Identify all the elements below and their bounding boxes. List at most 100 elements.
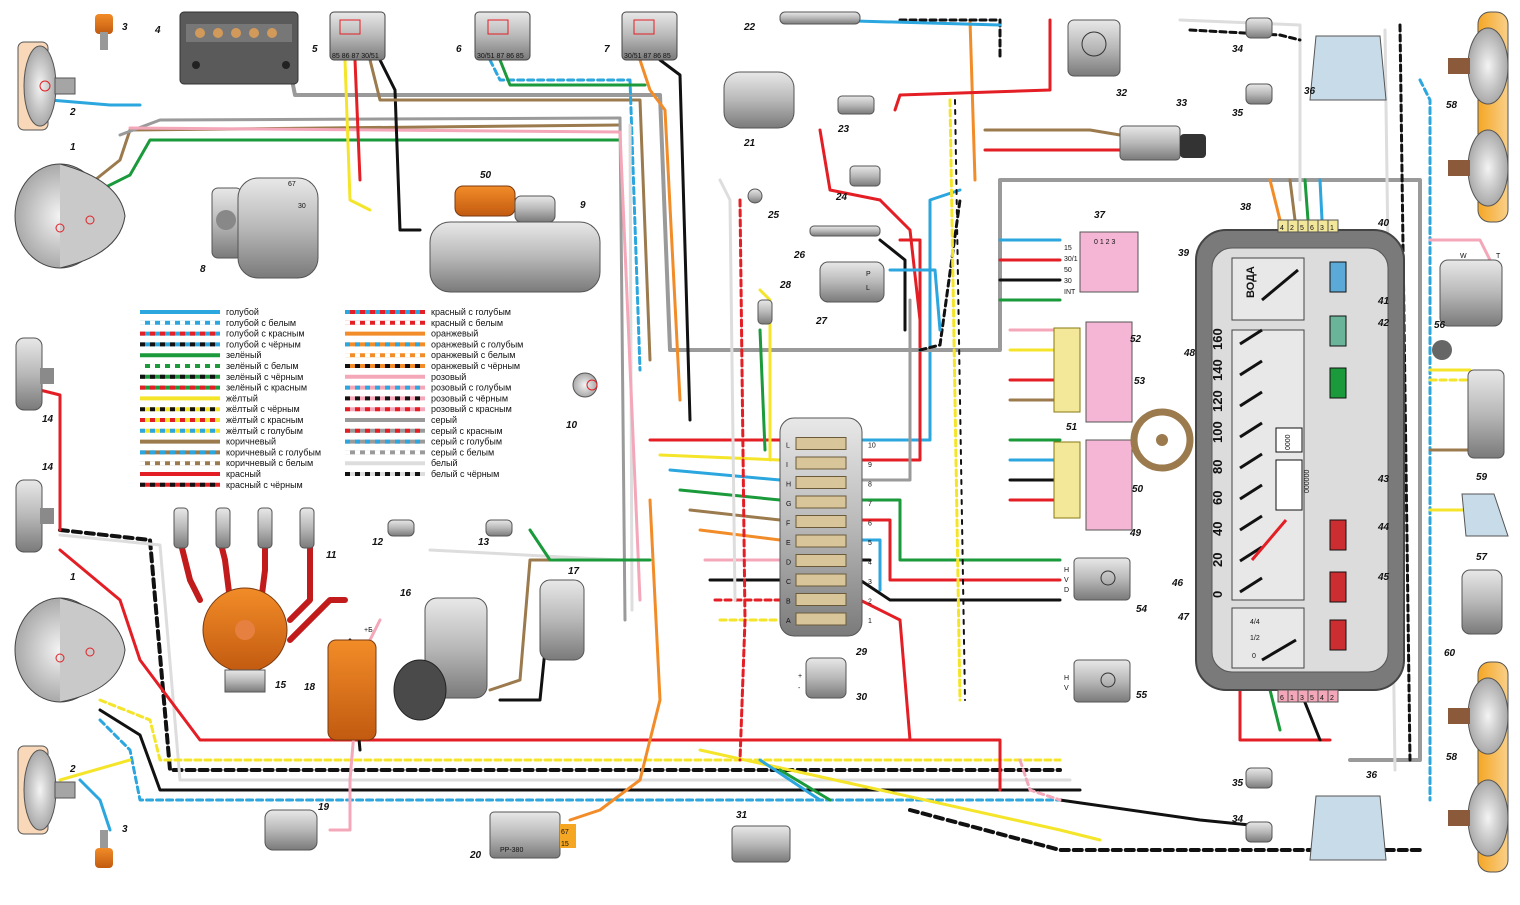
- fuse-letter: H: [786, 482, 791, 489]
- fuse-number: 6: [868, 521, 872, 528]
- component-number: 26: [793, 250, 806, 261]
- relay-6: 30/51 87 86 85: [474, 11, 531, 61]
- regulator-model: РР-380: [500, 847, 523, 854]
- fuse-number: 5: [868, 540, 872, 547]
- headlight-left-top: [14, 163, 126, 269]
- component-number: 4: [154, 25, 161, 36]
- cluster-top-pin: 1: [1330, 225, 1334, 232]
- component-number: 42: [1377, 318, 1390, 329]
- legend-label: жёлтый с чёрным: [226, 404, 300, 414]
- distributor: [202, 587, 288, 693]
- legend-label: оранжевый с белым: [431, 350, 515, 360]
- legend-item: оранжевый с чёрным: [345, 361, 520, 371]
- fuel-half: 1/2: [1250, 635, 1260, 642]
- legend-label: зелёный: [226, 350, 261, 360]
- odometer: 000000: [1304, 470, 1311, 493]
- component-number: 11: [326, 550, 337, 561]
- alternator-30: 30: [298, 203, 306, 210]
- legend-label: голубой с чёрным: [226, 339, 301, 349]
- sensor-28: [757, 299, 773, 325]
- component-number: 6: [456, 44, 462, 55]
- coil-plus-label: +Б: [364, 627, 373, 634]
- trip-counter: 0000: [1285, 434, 1292, 450]
- component-number: 36: [1304, 86, 1316, 97]
- legend-item: серый с голубым: [345, 437, 502, 447]
- component-number: 37: [1094, 210, 1106, 221]
- relay27-p: P: [866, 271, 871, 278]
- legend-label: белый: [431, 458, 458, 468]
- legend-label: розовый с голубым: [431, 383, 511, 393]
- component-number: 14: [42, 414, 54, 425]
- component-number: 25: [767, 210, 780, 221]
- fuse-number: 2: [868, 599, 872, 606]
- component-number: 14: [42, 462, 54, 473]
- component-number: 33: [1176, 98, 1188, 109]
- door-switches-top: [1245, 17, 1273, 105]
- cluster-top-pin: 4: [1280, 225, 1284, 232]
- fuse-number: 4: [868, 560, 872, 567]
- switch54-pin: D: [1064, 587, 1069, 594]
- fuse-letter: B: [786, 599, 791, 606]
- component-number: 16: [400, 588, 412, 599]
- fuse-number: 10: [868, 443, 876, 450]
- switch37-pin: 15: [1064, 245, 1072, 252]
- speed-tick: 100: [1210, 421, 1225, 443]
- component-number: 2: [69, 764, 76, 775]
- fuse-number: 7: [868, 501, 872, 508]
- legend-item: зелёный: [140, 350, 261, 360]
- legend-item: оранжевый с белым: [345, 350, 515, 360]
- starter-motor: [429, 185, 601, 293]
- cluster-bottom-pin: 4: [1320, 695, 1324, 702]
- legend-item: оранжевый: [345, 329, 478, 339]
- component-number: 50: [1132, 484, 1144, 495]
- legend-label: коричневый с голубым: [226, 447, 321, 457]
- fuse-letter: F: [786, 521, 790, 528]
- fuel-full: 4/4: [1250, 619, 1260, 626]
- legend-item: красный: [140, 469, 261, 479]
- legend-item: жёлтый с чёрным: [140, 404, 300, 414]
- lamp-57: [1461, 493, 1509, 537]
- side-indicator-lower: [15, 479, 54, 553]
- spark-plugs: [173, 507, 315, 549]
- legend-item: коричневый с белым: [140, 458, 313, 468]
- horn-top: [95, 14, 113, 50]
- legend-label: красный с белым: [431, 318, 503, 328]
- legend-item: жёлтый с красным: [140, 415, 303, 425]
- legend-label: розовый: [431, 372, 466, 382]
- alternator-67: 67: [288, 181, 296, 188]
- legend-item: голубой с красным: [140, 329, 305, 339]
- fuse-letter: D: [786, 560, 791, 567]
- column-switch-pink: [1053, 321, 1133, 531]
- legend-item: розовый с голубым: [345, 383, 511, 393]
- component-number: 44: [1377, 522, 1390, 533]
- legend-item: жёлтый: [140, 393, 258, 403]
- speed-tick: 0: [1210, 591, 1225, 598]
- sw56-w: W: [1460, 253, 1467, 260]
- legend-label: оранжевый с голубым: [431, 339, 523, 349]
- legend-item: красный с белым: [345, 318, 503, 328]
- component-number: 3: [122, 824, 128, 835]
- legend-label: жёлтый с голубым: [226, 426, 303, 436]
- legend-label: серый: [431, 415, 457, 425]
- component-number: 2: [69, 107, 76, 118]
- courtesy-lamp-bottom: [1309, 795, 1387, 861]
- legend-item: голубой с чёрным: [140, 339, 301, 349]
- alternator: 67 30: [211, 177, 319, 279]
- component-number: 21: [743, 138, 756, 149]
- component-number: 57: [1476, 552, 1488, 563]
- switch55-pin: H: [1064, 675, 1069, 682]
- component-number: 43: [1377, 474, 1390, 485]
- component-number: 29: [855, 647, 868, 658]
- relay-6-pins: 30/51 87 86 85: [477, 53, 524, 60]
- courtesy-lamp-top: [1309, 35, 1387, 101]
- speed-tick: 80: [1210, 460, 1225, 474]
- legend-item: коричневый с голубым: [140, 447, 321, 457]
- rear-lamp-bottom: [1448, 661, 1509, 873]
- component-number: 52: [1130, 334, 1142, 345]
- brake-switch: W T: [1432, 253, 1503, 360]
- legend-label: голубой с белым: [226, 318, 296, 328]
- relay30-plus: +: [798, 673, 802, 680]
